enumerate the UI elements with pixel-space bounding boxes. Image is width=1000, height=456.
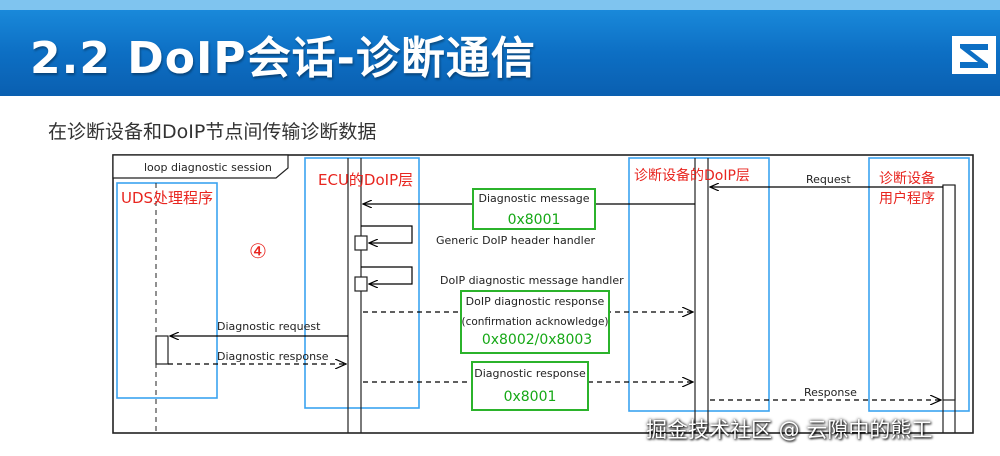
box-final-diagnostic-response [471, 361, 589, 411]
loop-frame [112, 154, 974, 434]
banner-top-stripe [0, 0, 1000, 10]
lifeline-label-app-1: 诊断设备 [879, 170, 935, 187]
slide-title: 2.2 DoIP会话-诊断通信 [30, 33, 536, 84]
loop-label: loop diagnostic session [144, 161, 272, 174]
self-call-generic-header [361, 225, 413, 243]
label-confirmation-ack: (confirmation acknowledge) [461, 316, 608, 328]
self-activation-2 [354, 276, 368, 292]
code-doip-diagnostic-response: 0x8002/0x8003 [482, 332, 592, 348]
brand-logo-icon [952, 36, 996, 74]
step-marker: ④ [249, 239, 267, 263]
title-banner: 2.2 DoIP会话-诊断通信 [0, 0, 1000, 96]
box-doip-diagnostic-response [460, 290, 610, 354]
label-generic-header-handler: Generic DoIP header handler [436, 234, 595, 247]
lifeline-box-uds [116, 182, 218, 399]
code-final-diagnostic-response: 0x8001 [504, 389, 557, 405]
lifeline-label-tester-doip: 诊断设备的DoIP层 [634, 167, 750, 184]
watermark-text: 掘金技术社区 @ 云隙中的熊工 [646, 418, 933, 442]
label-request: Request [806, 173, 851, 186]
activation-app [942, 184, 956, 401]
label-diag-message-handler: DoIP diagnostic message handler [440, 274, 624, 287]
lifeline-box-tester-app [868, 157, 970, 412]
lifeline-label-app-2: 用户程序 [879, 190, 935, 207]
lifeline-label-uds: UDS处理程序 [121, 189, 213, 207]
lifeline-box-ecu [304, 157, 420, 409]
code-diagnostic-message: 0x8001 [508, 212, 561, 228]
label-doip-diagnostic-response: DoIP diagnostic response [466, 295, 605, 308]
label-diagnostic-message: Diagnostic message [478, 192, 589, 205]
label-diagnostic-response-uds: Diagnostic response [217, 350, 329, 363]
loop-label-tab [112, 154, 289, 179]
box-diagnostic-message [472, 188, 596, 230]
self-activation-1 [354, 235, 368, 251]
self-call-diag-message-handler [361, 266, 413, 284]
activation-uds [155, 335, 169, 365]
lifeline-box-tester-doip [628, 157, 770, 412]
slide-subtitle: 在诊断设备和DoIP节点间传输诊断数据 [48, 121, 377, 143]
label-diagnostic-request: Diagnostic request [217, 320, 321, 333]
label-final-diagnostic-response: Diagnostic response [474, 367, 586, 380]
lifeline-label-ecu: ECU的DoIP层 [318, 171, 413, 189]
label-response: Response [804, 386, 857, 399]
